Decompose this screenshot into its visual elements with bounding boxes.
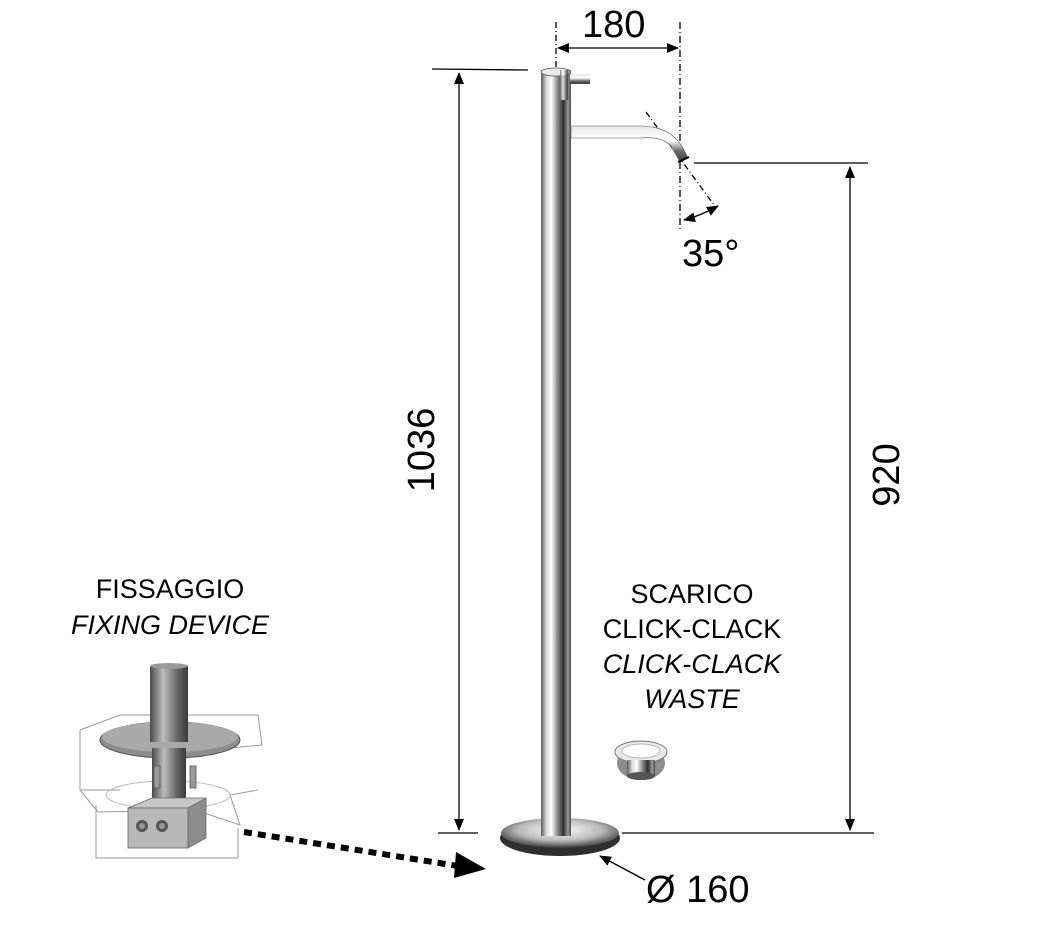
dim-1036-lines (431, 68, 529, 834)
faucet-column (541, 70, 571, 836)
dim-swivel-angle: 35° (682, 233, 740, 275)
dim-base-diameter: Ø 160 (646, 869, 750, 911)
dim-180-lines (555, 22, 681, 230)
waste-icon (614, 740, 668, 780)
waste-label-line3: CLICK-CLACK (602, 649, 782, 679)
dim-total-height: 1036 (401, 407, 443, 493)
fixing-label-en: FIXING DEVICE (70, 610, 270, 640)
fixing-device (79, 663, 263, 859)
dim-920-lines (622, 162, 874, 834)
lever-handle (570, 74, 590, 84)
fixing-label-it: FISSAGGIO (95, 574, 245, 604)
dim-spout-reach: 180 (582, 4, 646, 46)
waste-label-line4: WASTE (644, 684, 740, 714)
fixing-pole (150, 666, 188, 742)
fixing-arrow (243, 829, 486, 878)
diameter-leader (599, 855, 646, 881)
faucet-spout (570, 125, 689, 163)
waste-label-line2: CLICK-CLACK (602, 614, 782, 644)
dim-spout-height: 920 (866, 443, 908, 507)
waste-label-line1: SCARICO (630, 579, 754, 609)
faucet (500, 67, 690, 856)
